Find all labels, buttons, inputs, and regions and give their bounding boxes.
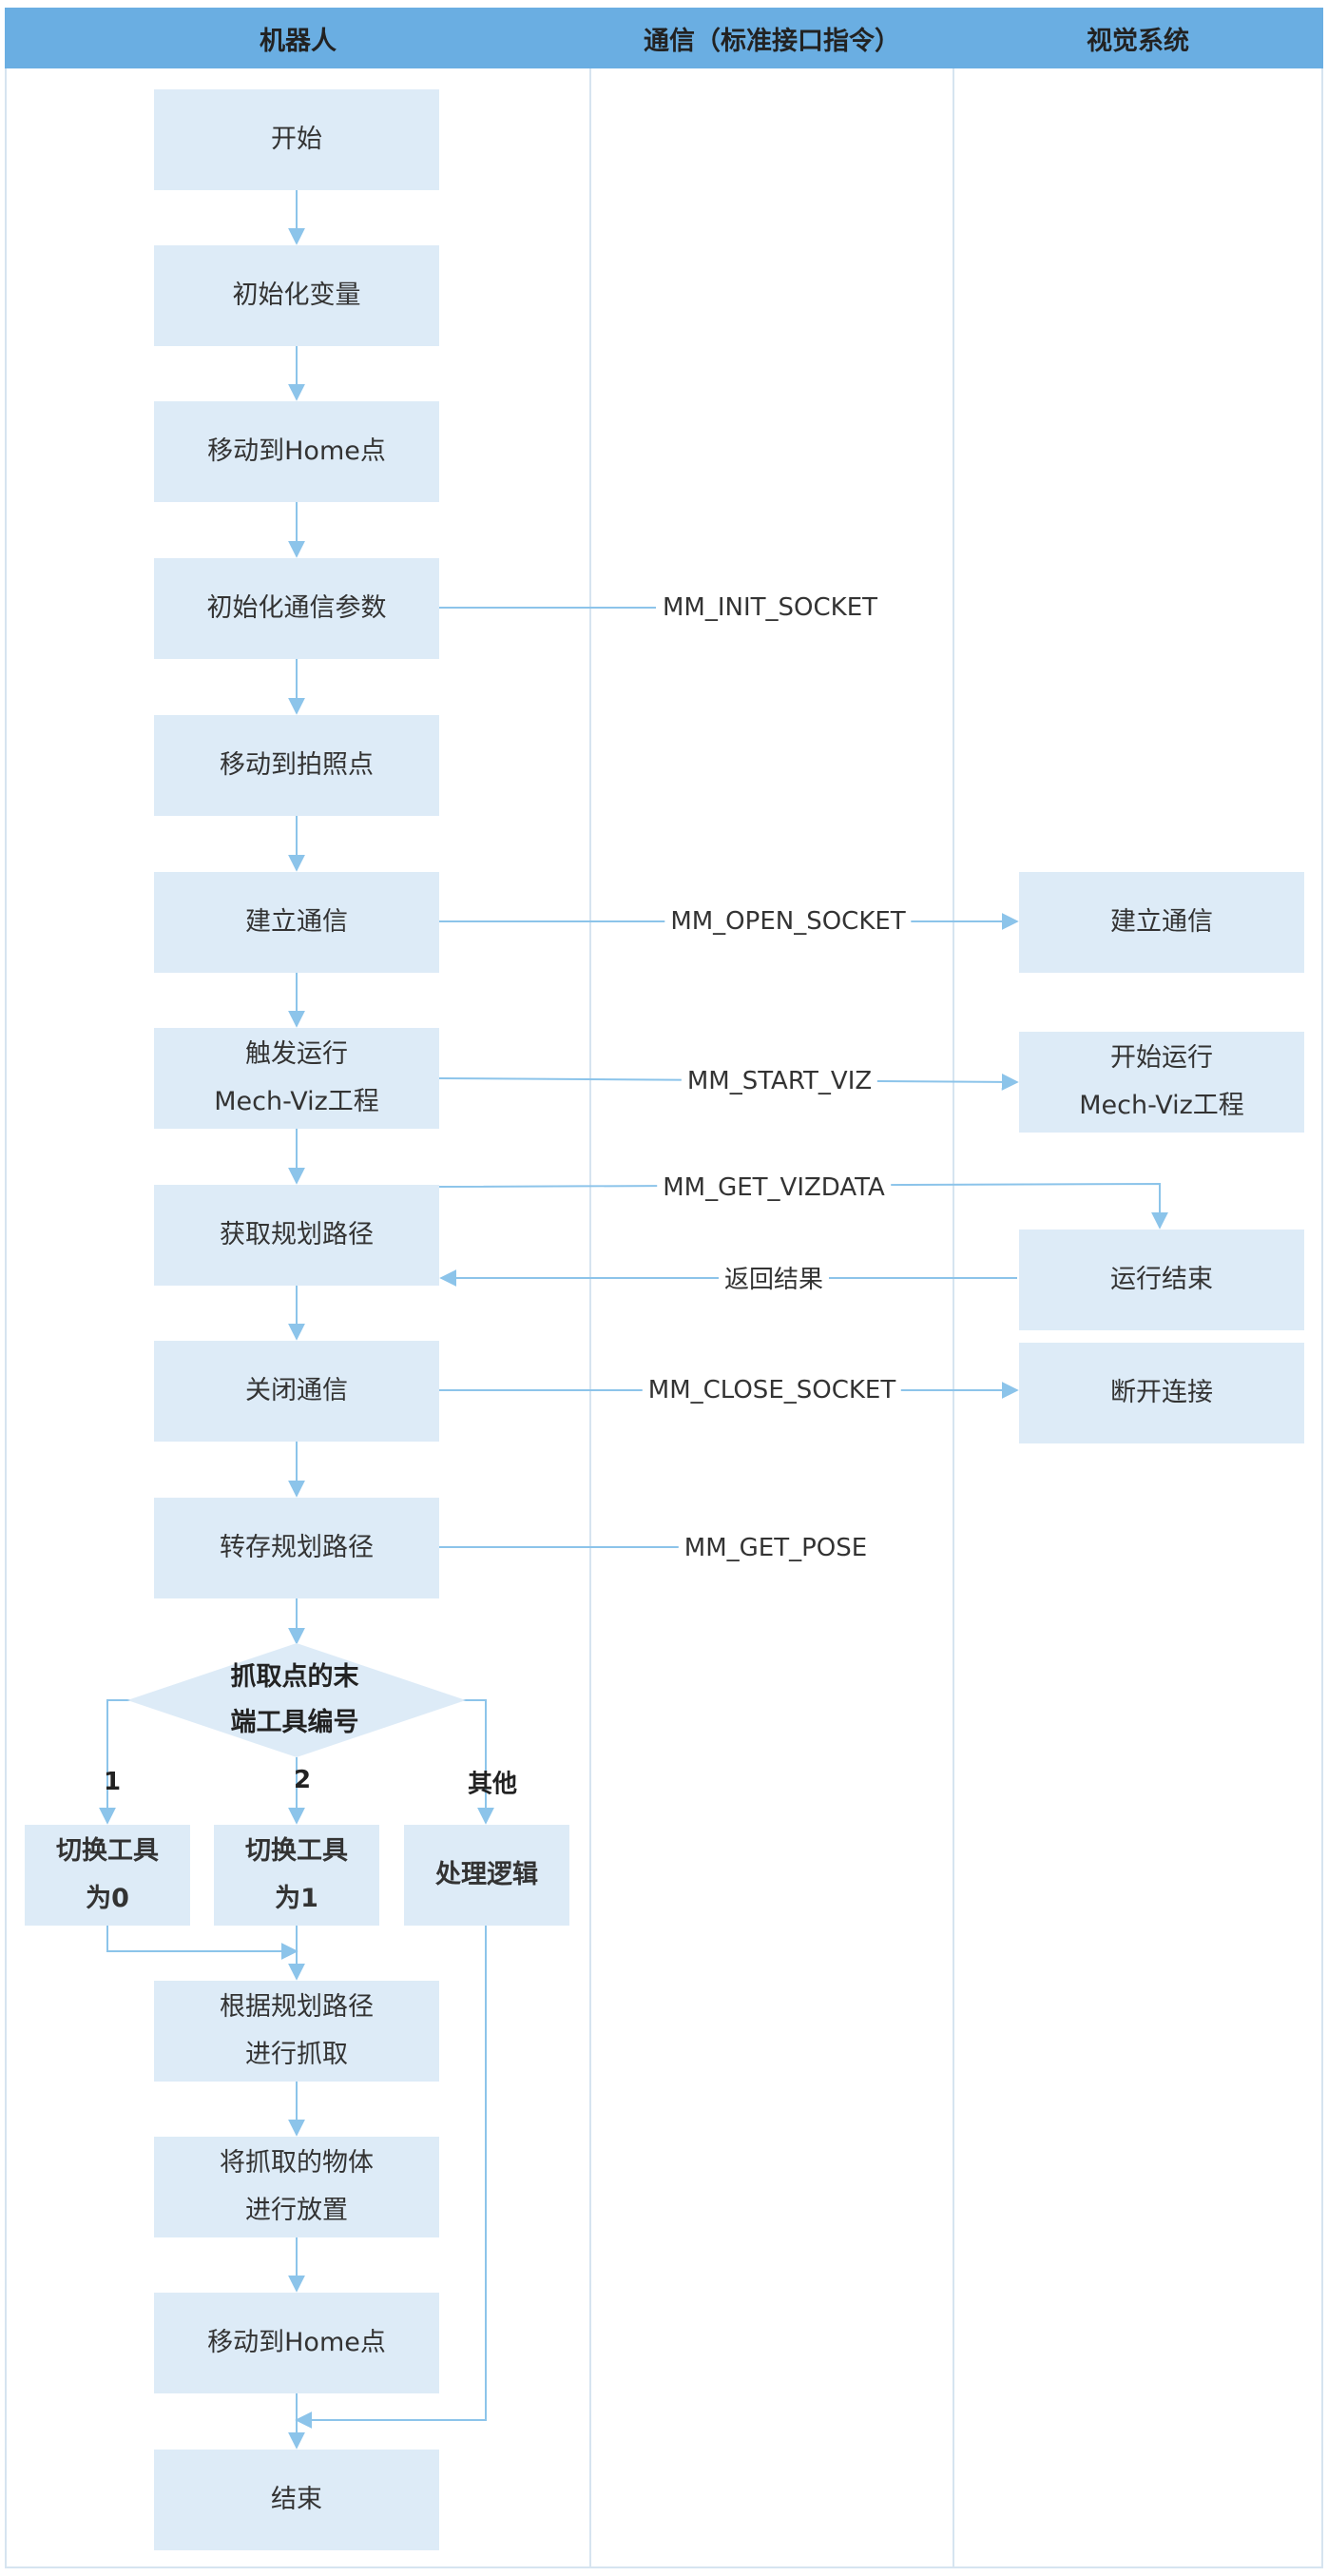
step-move-home-2: 移动到Home点 (154, 2293, 439, 2393)
lane-header-robot: 机器人 (5, 8, 591, 68)
step-move-home-1: 移动到Home点 (154, 401, 439, 502)
step-move-photo: 移动到拍照点 (154, 715, 439, 816)
lane-header-vision: 视觉系统 (953, 8, 1323, 68)
lane-header-communication: 通信（标准接口指令） (589, 8, 954, 68)
step-end: 结束 (154, 2450, 439, 2550)
branch-1-line (99, 1699, 171, 1825)
step-trigger-run: 触发运行 Mech-Viz工程 (154, 1028, 439, 1129)
step-init-comm-params: 初始化通信参数 (154, 558, 439, 659)
vision-run-end: 运行结束 (1019, 1230, 1304, 1330)
merge-other-logic (295, 1926, 487, 2429)
branch-label-2: 2 (293, 1766, 312, 1794)
step-store-path: 转存规划路径 (154, 1498, 439, 1598)
step-start: 开始 (154, 89, 439, 190)
branch-other-line (418, 1699, 494, 1825)
cmd-close-socket: MM_CLOSE_SOCKET (642, 1375, 902, 1405)
vision-establish-comm: 建立通信 (1019, 872, 1304, 973)
vision-disconnect: 断开连接 (1019, 1343, 1304, 1443)
step-switch-tool-0: 切换工具 为0 (25, 1825, 190, 1926)
step-establish-comm: 建立通信 (154, 872, 439, 973)
cmd-start-viz: MM_START_VIZ (681, 1066, 878, 1096)
merge-tool0 (106, 1926, 298, 1960)
step-place: 将抓取的物体 进行放置 (154, 2137, 439, 2237)
cmd-open-socket: MM_OPEN_SOCKET (664, 906, 912, 937)
step-other-logic: 处理逻辑 (404, 1825, 569, 1926)
vision-start-run: 开始运行 Mech-Viz工程 (1019, 1032, 1304, 1133)
step-grab: 根据规划路径 进行抓取 (154, 1981, 439, 2082)
return-result: 返回结果 (718, 1265, 830, 1295)
cmd-get-pose: MM_GET_POSE (678, 1533, 874, 1563)
branch-label-1: 1 (103, 1768, 122, 1796)
decision-label: 抓取点的末 端工具编号 (230, 1662, 359, 1737)
cmd-get-vizdata: MM_GET_VIZDATA (657, 1172, 891, 1203)
step-switch-tool-1: 切换工具 为1 (214, 1825, 379, 1926)
decision-diamond (127, 1643, 466, 1757)
cmd-init-socket: MM_INIT_SOCKET (656, 592, 884, 623)
step-close-comm: 关闭通信 (154, 1341, 439, 1442)
step-init-variables: 初始化变量 (154, 245, 439, 346)
branch-label-other: 其他 (467, 1770, 518, 1799)
step-get-path: 获取规划路径 (154, 1185, 439, 1286)
